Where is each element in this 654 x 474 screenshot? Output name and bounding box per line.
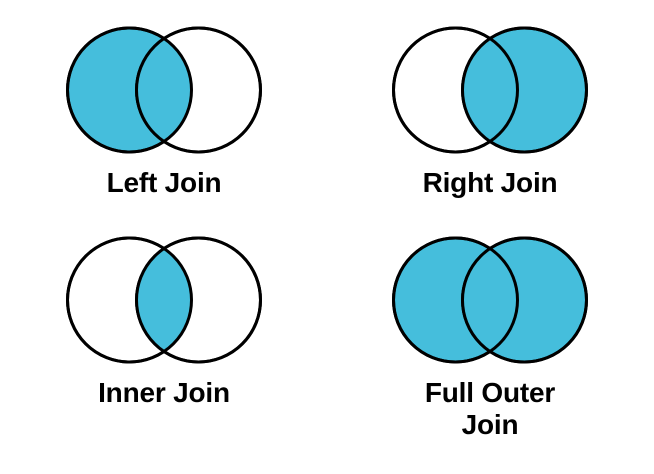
diagram-full-outer-join: Full Outer Join <box>340 232 640 456</box>
region-intersection <box>462 238 518 362</box>
region-intersection <box>136 28 192 152</box>
label-inner-join: Inner Join <box>98 377 230 408</box>
circle-right-outline <box>461 236 588 364</box>
label-full-outer-join: Full Outer Join <box>424 377 556 441</box>
circle-left-outline <box>66 236 193 364</box>
circle-left-outline <box>392 236 519 364</box>
venn-figure-left-join <box>66 26 262 154</box>
region-intersection <box>136 238 192 362</box>
diagram-inner-join: Inner Join <box>14 232 314 456</box>
diagram-right-join: Right Join <box>340 22 640 232</box>
circle-left-outline <box>66 26 193 154</box>
circle-right-outline <box>135 236 262 364</box>
label-right-join: Right Join <box>422 167 558 198</box>
circle-right-outline <box>461 26 588 154</box>
venn-figure-right-join <box>392 26 588 154</box>
label-left-join: Left Join <box>106 167 222 198</box>
diagram-left-join: Left Join <box>14 22 314 232</box>
region-intersection <box>462 28 518 152</box>
circle-right-outline <box>135 26 262 154</box>
venn-figure-full-outer-join <box>392 236 588 364</box>
circle-left-outline <box>392 26 519 154</box>
venn-figure-inner-join <box>66 236 262 364</box>
